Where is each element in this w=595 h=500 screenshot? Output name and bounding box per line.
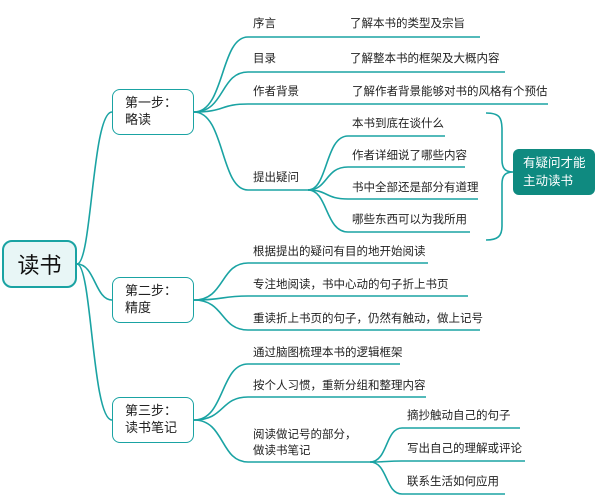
connector-root-step1: [76, 111, 113, 265]
step2-item: 重读折上书页的句子，仍然有触动，做上记号: [253, 311, 483, 325]
connector-step3-c: [193, 419, 370, 463]
connector-n2: [369, 460, 525, 463]
step2-item: 根据提出的疑问有目的地开始阅读: [253, 244, 426, 258]
callout-note: 有疑问才能 主动读书: [513, 149, 595, 195]
connector-q4: [307, 189, 470, 233]
step3-node[interactable]: 第三步： 读书笔记: [112, 397, 194, 443]
connector-step2-a: [193, 262, 428, 301]
step1-node[interactable]: 第一步： 略读: [112, 89, 194, 135]
questions-label: 提出疑问: [253, 170, 299, 184]
connector-step3-b: [193, 396, 426, 421]
connector-step1-toc: [193, 71, 345, 113]
connector-step1-preface: [193, 36, 345, 113]
step3-label-line1: 第三步：: [125, 404, 178, 419]
connector-step1-questions: [193, 111, 308, 191]
author-label: 作者背景: [253, 84, 299, 98]
notes-item: 写出自己的理解或评论: [407, 441, 522, 455]
connector-q2: [307, 166, 465, 191]
author-detail: 了解作者背景能够对书的风格有个预估: [352, 84, 548, 98]
connector-step1-author: [193, 103, 345, 113]
step1-label-line2: 略读: [125, 113, 152, 128]
connector-step3-a: [193, 363, 400, 421]
toc-label: 目录: [253, 51, 276, 65]
step2-label-line2: 精度: [125, 301, 152, 316]
root-node[interactable]: 读书: [2, 240, 77, 288]
question-item: 本书到底在谈什么: [352, 116, 444, 130]
question-item: 书中全部还是部分有道理: [352, 180, 479, 194]
connector-step2-b: [193, 295, 468, 301]
step3-label-line2: 读书笔记: [125, 421, 178, 436]
step1-label-line1: 第一步：: [125, 96, 178, 111]
question-item: 哪些东西可以为我所用: [352, 212, 467, 226]
callout-line2: 主动读书: [523, 173, 574, 188]
notes-label-line1: 阅读做记号的部分，: [253, 427, 357, 441]
notes-label-line2: 做读书笔记: [253, 443, 311, 457]
connector-step2-c: [193, 299, 480, 331]
step2-node[interactable]: 第二步： 精度: [112, 277, 194, 323]
notes-item: 联系生活如何应用: [407, 474, 499, 488]
step3-item: 按个人习惯，重新分组和整理内容: [253, 378, 426, 392]
preface-label: 序言: [253, 16, 276, 30]
preface-detail: 了解本书的类型及宗旨: [350, 16, 465, 30]
connector-n1: [369, 427, 520, 463]
questions-bracket: [485, 112, 514, 241]
step2-item: 专注地阅读，书中心动的句子折上书页: [253, 277, 449, 291]
connector-root-step3: [76, 263, 113, 421]
notes-item: 摘抄触动自己的句子: [407, 408, 511, 422]
callout-line1: 有疑问才能: [523, 155, 586, 170]
connector-q1: [307, 135, 445, 191]
step2-label-line1: 第二步：: [125, 284, 178, 299]
connector-q3: [307, 189, 478, 200]
connector-root-step2: [76, 263, 113, 301]
toc-detail: 了解整本书的框架及大概内容: [350, 51, 500, 65]
connector-n3: [369, 461, 505, 495]
root-label: 读书: [17, 254, 62, 279]
question-item: 作者详细说了哪些内容: [352, 148, 467, 162]
step3-item: 通过脑图梳理本书的逻辑框架: [253, 345, 403, 359]
